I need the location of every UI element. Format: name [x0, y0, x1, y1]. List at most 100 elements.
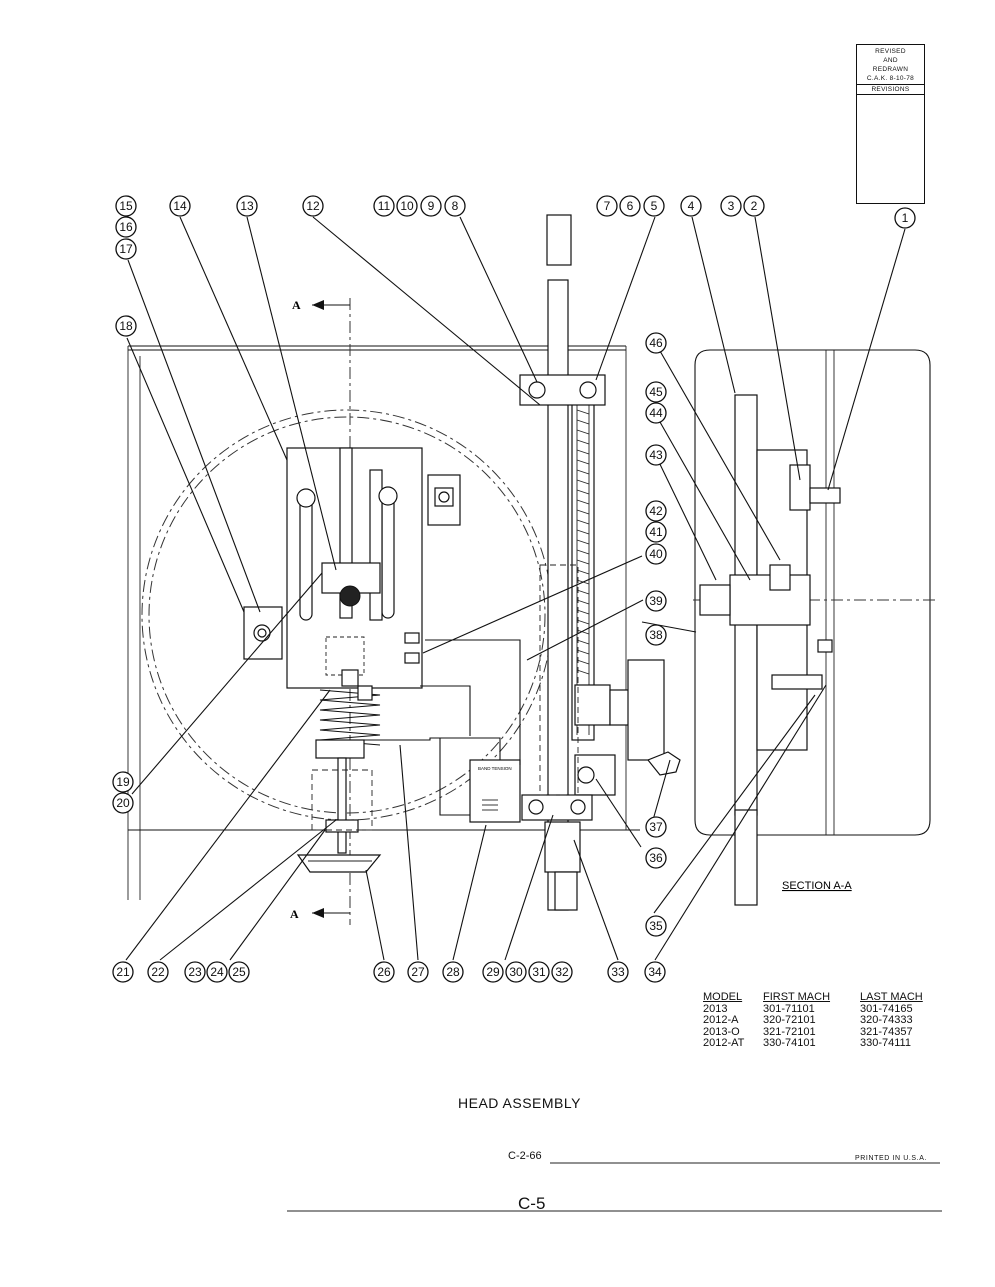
balloon-1: 1	[894, 207, 916, 229]
section-a-a-view	[693, 349, 935, 906]
printed-in-usa: PRINTED IN U.S.A.	[855, 1155, 928, 1162]
model-table-header: MODEL FIRST MACH LAST MACH	[703, 991, 940, 1004]
balloon-9: 9	[420, 195, 442, 217]
balloon-44: 44	[645, 402, 667, 424]
svg-text:29: 29	[486, 965, 500, 979]
table-row: 2012-A 320-72101 320-74333	[703, 1014, 940, 1027]
model-cell: 2012-A	[703, 1014, 739, 1026]
balloon-25: 25	[228, 961, 250, 983]
balloon-23: 23	[184, 961, 206, 983]
svg-text:6: 6	[627, 199, 634, 213]
revision-block: REVISED AND REDRAWN C.A.K. 8-10-78 REVIS…	[856, 44, 925, 204]
svg-text:15: 15	[119, 199, 133, 213]
balloon-10: 10	[396, 195, 418, 217]
balloon-27: 27	[407, 961, 429, 983]
svg-text:9: 9	[428, 199, 435, 213]
balloon-6: 6	[619, 195, 641, 217]
housing-outline	[127, 345, 640, 900]
model-table: MODEL FIRST MACH LAST MACH 2013 301-7110…	[703, 991, 940, 1050]
svg-text:1: 1	[902, 211, 909, 225]
svg-text:40: 40	[649, 547, 663, 561]
svg-text:20: 20	[116, 796, 130, 810]
balloon-20: 20	[112, 792, 134, 814]
balloon-4: 4	[680, 195, 702, 217]
balloon-16: 16	[115, 216, 137, 238]
revision-line-3: REDRAWN	[872, 66, 909, 73]
svg-text:39: 39	[649, 594, 663, 608]
balloon-45: 45	[645, 381, 667, 403]
page-number: C-5	[518, 1194, 546, 1213]
svg-text:28: 28	[446, 965, 460, 979]
svg-text:19: 19	[116, 775, 130, 789]
table-row: 2013 301-71101 301-74165	[703, 1002, 940, 1016]
balloon-37: 37	[645, 816, 667, 838]
section-marker-bottom: A	[290, 907, 299, 921]
balloon-21: 21	[112, 961, 134, 983]
section-caption: SECTION A-A	[782, 880, 852, 892]
balloon-19: 19	[112, 771, 134, 793]
balloon-12: 12	[302, 195, 324, 217]
svg-text:16: 16	[119, 220, 133, 234]
svg-text:3: 3	[728, 199, 735, 213]
svg-text:33: 33	[611, 965, 625, 979]
balloon-26: 26	[373, 961, 395, 983]
balloon-31: 31	[528, 961, 550, 983]
balloon-29: 29	[482, 961, 504, 983]
balloon-38: 38	[645, 624, 667, 646]
svg-text:5: 5	[651, 199, 658, 213]
svg-text:8: 8	[452, 199, 459, 213]
svg-text:41: 41	[649, 525, 663, 539]
svg-text:32: 32	[555, 965, 569, 979]
svg-text:36: 36	[649, 851, 663, 865]
svg-text:27: 27	[411, 965, 425, 979]
svg-text:14: 14	[173, 199, 187, 213]
svg-text:23: 23	[188, 965, 202, 979]
balloon-set: 15 16 17 18 14 13 12 11 10 9 8 7 6 5 4 3…	[112, 195, 916, 983]
svg-text:22: 22	[151, 965, 165, 979]
svg-text:26: 26	[377, 965, 391, 979]
svg-text:30: 30	[509, 965, 523, 979]
svg-text:2: 2	[751, 199, 758, 213]
balloon-18: 18	[115, 315, 137, 337]
svg-text:24: 24	[210, 965, 224, 979]
svg-text:7: 7	[604, 199, 611, 213]
drawing-title: HEAD ASSEMBLY	[458, 1095, 581, 1111]
svg-text:35: 35	[649, 919, 663, 933]
last-mach-cell: 330-74111	[860, 1037, 911, 1049]
table-row: 2013-O 321-72101 321-74357	[703, 1025, 940, 1039]
svg-text:45: 45	[649, 385, 663, 399]
svg-text:18: 18	[119, 319, 133, 333]
svg-text:12: 12	[306, 199, 320, 213]
date-code: C-2-66	[508, 1150, 542, 1162]
balloon-36: 36	[645, 847, 667, 869]
balloon-11: 11	[373, 195, 395, 217]
balloon-5: 5	[643, 195, 665, 217]
last-mach-cell: 321-74357	[860, 1025, 913, 1038]
model-cell: 2012-AT	[703, 1037, 745, 1049]
revision-line-2: AND	[883, 57, 898, 64]
balloon-28: 28	[442, 961, 464, 983]
balloon-35: 35	[645, 915, 667, 937]
first-mach-cell: 301-71101	[763, 1002, 815, 1015]
svg-text:11: 11	[378, 199, 391, 213]
balloon-17: 17	[115, 238, 137, 260]
revision-line-4: C.A.K. 8-10-78	[866, 75, 915, 82]
band-tension-indicator	[350, 639, 521, 823]
balloon-15: 15	[115, 195, 137, 217]
balloon-7: 7	[596, 195, 618, 217]
balloon-43: 43	[645, 444, 667, 466]
model-cell: 2013-O	[703, 1025, 740, 1038]
svg-text:17: 17	[119, 242, 133, 256]
svg-text:4: 4	[688, 199, 695, 213]
balloon-41: 41	[645, 521, 667, 543]
balloon-3: 3	[720, 195, 742, 217]
svg-text:31: 31	[532, 965, 546, 979]
revisions-header: REVISIONS	[857, 84, 924, 95]
table-row: 2012-AT 330-74101 330-74111	[703, 1037, 940, 1050]
last-mach-cell: 301-74165	[860, 1002, 913, 1015]
balloon-39: 39	[645, 590, 667, 612]
vertical-slide-post	[519, 214, 681, 911]
svg-text:38: 38	[649, 628, 663, 642]
balloon-46: 46	[645, 332, 667, 354]
